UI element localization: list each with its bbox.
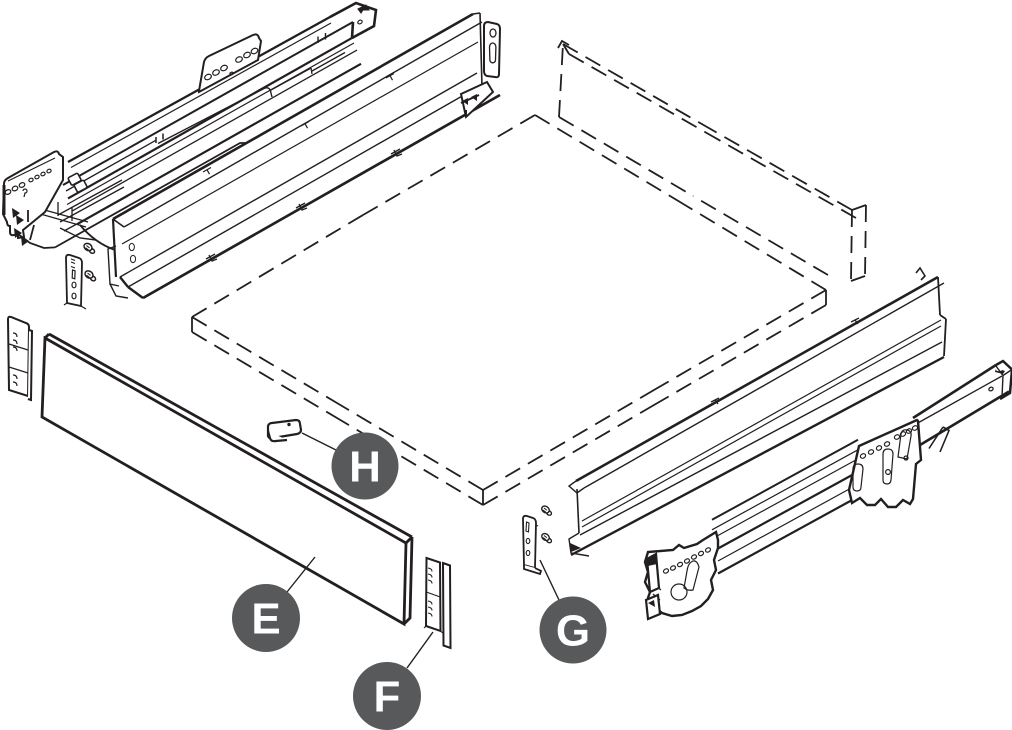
svg-text:E: E: [251, 595, 280, 644]
svg-text:G: G: [556, 607, 590, 656]
svg-text:F: F: [374, 673, 401, 722]
svg-text:H: H: [349, 443, 381, 492]
